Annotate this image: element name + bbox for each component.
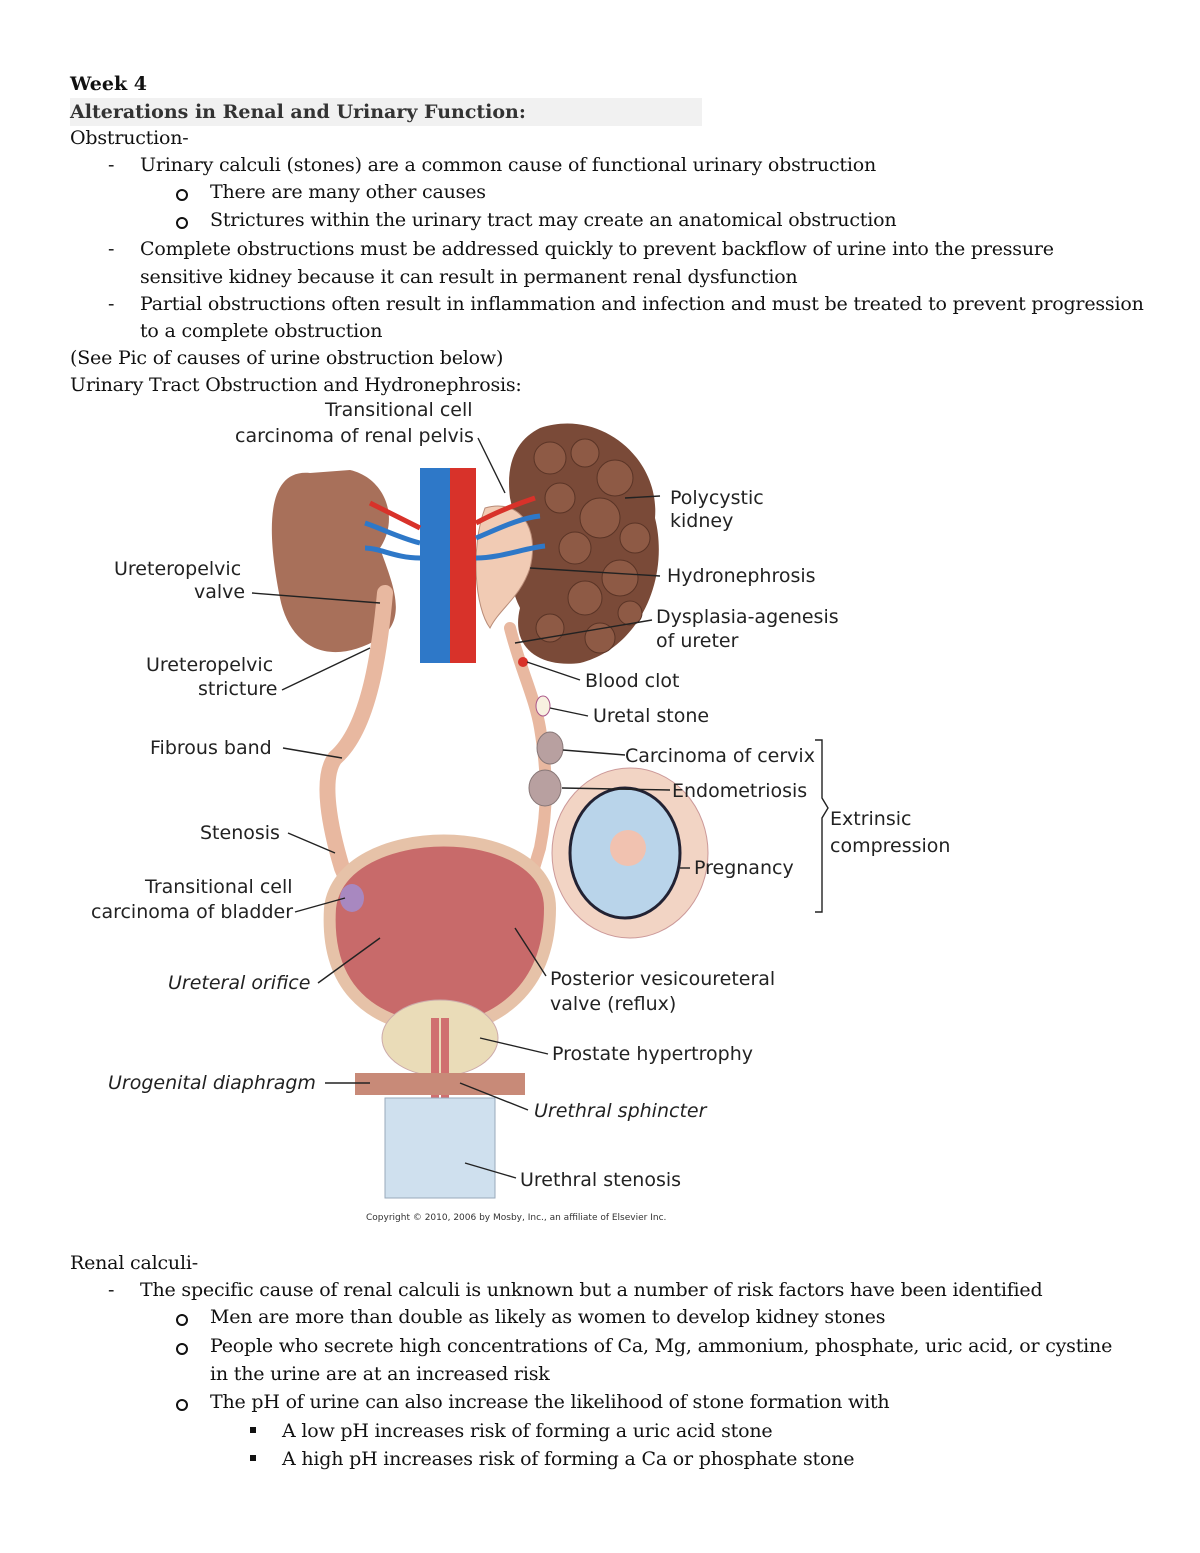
label-tcc-bladder-2: carcinoma of bladder	[91, 901, 293, 923]
extrinsic-bracket	[815, 739, 829, 913]
endometriosis	[528, 769, 562, 807]
label-posterior-valve-2: valve (reflux)	[550, 993, 676, 1015]
square-bullet	[250, 1455, 256, 1461]
obstruction-bullet-1: Urinary calculi (stones) are a common ca…	[140, 154, 877, 176]
label-carcinoma-cervix: Carcinoma of cervix	[625, 745, 815, 767]
renal-vessels	[364, 513, 546, 561]
label-dysplasia-2: of ureter	[656, 630, 739, 652]
label-urogenital: Urogenital diaphragm	[108, 1072, 316, 1094]
label-urethral-stenosis: Urethral stenosis	[520, 1169, 681, 1191]
circle-bullet	[176, 1399, 188, 1411]
uretal-stone	[535, 695, 551, 717]
see-pic-note: (See Pic of causes of urine obstruction …	[70, 347, 504, 369]
copyright-note: Copyright © 2010, 2006 by Mosby, Inc., a…	[366, 1213, 666, 1223]
label-urethral-sphincter: Urethral sphincter	[534, 1100, 708, 1122]
carcinoma-cervix	[536, 731, 564, 765]
renal-subsub-1: A low pH increases risk of forming a uri…	[282, 1420, 773, 1442]
label-tcc-bladder-1: Transitional cell	[144, 876, 293, 898]
obstruction-bullet-3-line-1: Partial obstructions often result in inf…	[140, 293, 1144, 315]
obstruction-bullet-3-line-2: to a complete obstruction	[140, 320, 383, 342]
week-label: Week 4	[70, 73, 147, 95]
label-posterior-valve-1: Posterior vesicoureteral	[550, 968, 775, 990]
label-ureteral-orifice: Ureteral orifice	[168, 972, 310, 994]
label-tcc-pelvis-2: carcinoma of renal pelvis	[235, 425, 474, 447]
vena-cava	[420, 468, 450, 663]
renal-subsub-2: A high pH increases risk of forming a Ca…	[282, 1448, 855, 1470]
obstruction-sub-1: There are many other causes	[210, 181, 486, 203]
renal-sub-2-line-2: in the urine are at an increased risk	[210, 1363, 550, 1385]
fetus	[610, 830, 646, 866]
label-ureteropelvic-valve-1: Ureteropelvic	[114, 558, 241, 580]
label-ureteropelvic-stricture-2: stricture	[198, 678, 277, 700]
label-polycystic-2: kidney	[670, 510, 733, 532]
dash-bullet: -	[108, 154, 115, 176]
square-bullet	[250, 1427, 256, 1433]
aorta	[450, 468, 476, 663]
circle-bullet	[176, 1343, 188, 1355]
circle-bullet	[176, 1314, 188, 1326]
label-uretal-stone: Uretal stone	[593, 705, 709, 727]
label-extrinsic-1: Extrinsic	[830, 808, 911, 830]
obstruction-header: Obstruction-	[70, 127, 189, 149]
figure-caption: Urinary Tract Obstruction and Hydronephr…	[70, 374, 522, 396]
bladder	[323, 834, 557, 1034]
blood-clot	[518, 657, 528, 667]
renal-calculi-header: Renal calculi-	[70, 1252, 198, 1274]
label-dysplasia-1: Dysplasia-agenesis	[656, 606, 839, 628]
renal-sub-3: The pH of urine can also increase the li…	[210, 1391, 890, 1413]
dash-bullet: -	[108, 293, 115, 315]
dash-bullet: -	[108, 238, 115, 260]
label-tcc-pelvis-1: Transitional cell	[324, 399, 473, 421]
label-stenosis: Stenosis	[200, 822, 280, 844]
title-text: Alterations in Renal and Urinary Functio…	[70, 98, 702, 126]
leader-lines	[251, 437, 690, 1179]
renal-arteries	[368, 495, 536, 531]
label-pregnancy: Pregnancy	[694, 857, 794, 879]
label-polycystic-1: Polycystic	[670, 487, 764, 509]
obstruction-bullet-2-line-1: Complete obstructions must be addressed …	[140, 238, 1054, 260]
left-kidney	[271, 470, 396, 653]
label-blood-clot: Blood clot	[585, 670, 679, 692]
tcc-bladder-mass	[340, 884, 364, 912]
renal-sub-2-line-1: People who secrete high concentrations o…	[210, 1335, 1113, 1357]
circle-bullet	[176, 217, 188, 229]
obstruction-bullet-2-line-2: sensitive kidney because it can result i…	[140, 266, 798, 288]
circle-bullet	[176, 189, 188, 201]
label-extrinsic-2: compression	[830, 835, 950, 857]
label-fibrous-band: Fibrous band	[150, 737, 272, 759]
left-ureter	[319, 585, 393, 906]
page-title: Week 4 Alterations in Renal and Urinary …	[70, 70, 760, 126]
label-ureteropelvic-valve-2: valve	[194, 581, 245, 603]
urogenital-diaphragm	[355, 1073, 525, 1095]
label-hydronephrosis: Hydronephrosis	[667, 565, 816, 587]
label-ureteropelvic-stricture-1: Ureteropelvic	[146, 654, 273, 676]
renal-calculi-bullet: The specific cause of renal calculi is u…	[140, 1279, 1043, 1301]
label-prostate: Prostate hypertrophy	[552, 1043, 753, 1065]
obstruction-sub-2: Strictures within the urinary tract may …	[210, 209, 897, 231]
cysts	[533, 438, 651, 654]
penile-shaft	[384, 1097, 496, 1199]
dash-bullet: -	[108, 1279, 115, 1301]
renal-sub-1: Men are more than double as likely as wo…	[210, 1306, 886, 1328]
label-endometriosis: Endometriosis	[672, 780, 807, 802]
urinary-obstruction-figure: Transitional cell carcinoma of renal pel…	[91, 399, 950, 1223]
